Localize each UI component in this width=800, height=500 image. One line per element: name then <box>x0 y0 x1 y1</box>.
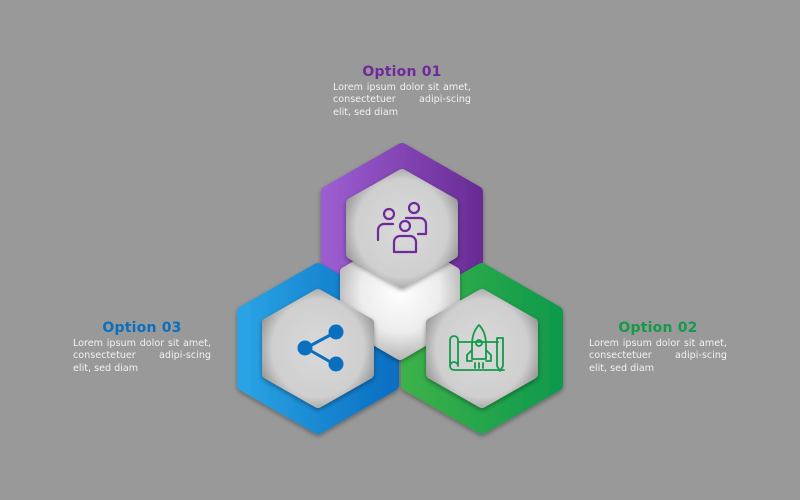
option-02-description: Lorem ipsum dolor sit amet, consectetuer… <box>589 338 727 374</box>
option-01-title: Option 01 <box>362 64 442 80</box>
option-03-inner-hexagon <box>262 289 374 408</box>
option-01-inner-hexagon <box>346 169 458 288</box>
option-02-title: Option 02 <box>618 320 698 336</box>
share-icon <box>297 324 344 372</box>
option-01-description: Lorem ipsum dolor sit amet, consectetuer… <box>333 82 471 118</box>
option-03-description: Lorem ipsum dolor sit amet, consectetuer… <box>73 338 211 374</box>
option-02-inner-hexagon <box>426 289 538 408</box>
option-02-block: Option 02 Lorem ipsum dolor sit amet, co… <box>589 320 727 375</box>
team-people-icon <box>376 201 428 254</box>
option-01-block: Option 01 Lorem ipsum dolor sit amet, co… <box>333 64 471 119</box>
rocket-blueprint-icon <box>449 324 505 372</box>
option-03-title: Option 03 <box>102 320 182 336</box>
option-03-block: Option 03 Lorem ipsum dolor sit amet, co… <box>73 320 211 375</box>
